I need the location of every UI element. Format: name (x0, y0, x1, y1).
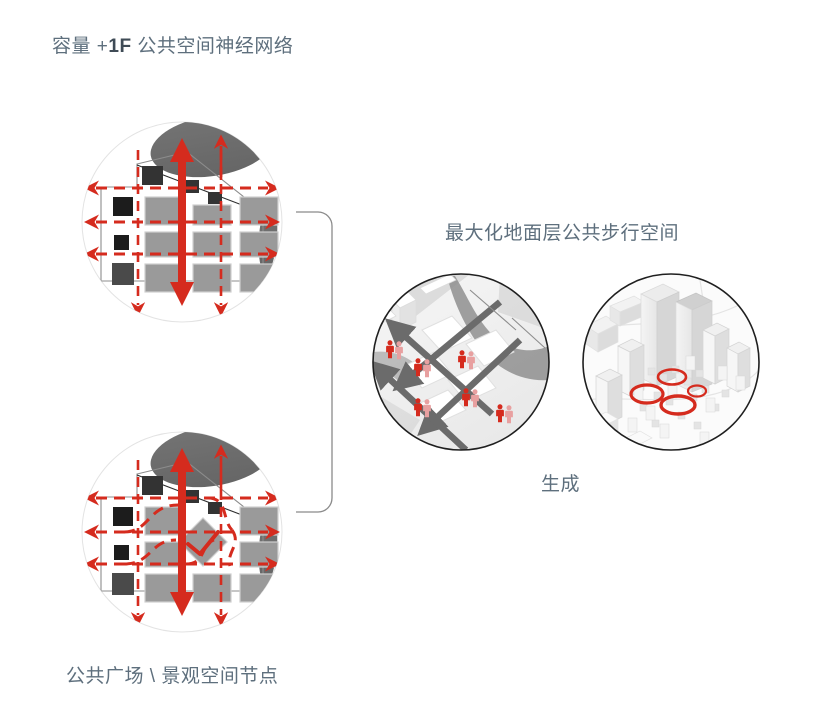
plaza-check-mark (186, 530, 220, 556)
title-suffix: 公共空间神经网络 (131, 36, 294, 57)
top-solid-axis-arrow (170, 138, 194, 306)
bottom-dashed-vertical-arrows (130, 460, 229, 627)
top-gray-blocks (144, 196, 279, 293)
top-dashed-horizontal-arrows (84, 180, 280, 262)
people-circle-ring (372, 273, 550, 451)
label-generate: 生成 (541, 474, 581, 495)
massing-towers (640, 283, 713, 393)
people-guide-lines (469, 289, 546, 349)
top-left-diagram-group[interactable] (81, 107, 283, 323)
title-bold-1f: 1F (108, 36, 132, 57)
right-massing-circle-group[interactable] (582, 273, 760, 451)
bottom-curved-paths (123, 496, 237, 567)
right-people-circle-group[interactable] (372, 273, 550, 451)
bottom-solid-axis-arrow (170, 448, 194, 616)
massing-circle-ring (582, 273, 760, 451)
title-prefix: 容量 + (52, 36, 109, 57)
page-title-capacity: 容量 +1F 公共空间神经网络 (52, 35, 293, 60)
grouping-bracket (296, 211, 333, 513)
label-public-plaza-nodes: 公共广场 \ 景观空间节点 (66, 666, 279, 687)
bottom-left-diagram-group[interactable] (81, 417, 283, 633)
label-maximize-ground-floor: 最大化地面层公共步行空间 (445, 223, 680, 244)
massing-highlight-ellipses (629, 368, 708, 416)
